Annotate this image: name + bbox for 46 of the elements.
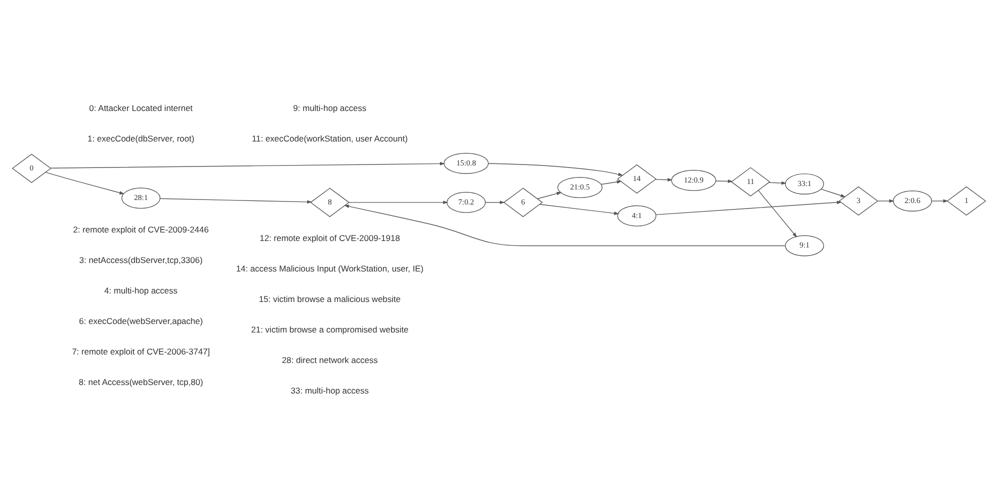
- label: 33: multi-hop access: [290, 385, 369, 396]
- node-ellipse: 12:0.9: [671, 170, 716, 191]
- arrow: [45, 172, 125, 194]
- label: 0: Attacker Located internet: [89, 102, 193, 113]
- arrow: [488, 163, 624, 176]
- node-diamond: 0: [12, 154, 52, 183]
- arrow: [716, 180, 733, 184]
- label: 8: net Access(webServer, tcp,80): [78, 376, 204, 387]
- node-ellipse: 9:1: [785, 235, 824, 256]
- arrow: [348, 200, 448, 204]
- arrow: [485, 200, 505, 204]
- node-ellipse: 15:0.8: [444, 152, 489, 174]
- label: 9: multi-hop access: [293, 102, 366, 113]
- label: 2: remote exploit of CVE-2009-2446: [73, 224, 209, 234]
- label: 7: remote exploit of CVE-2006-3747]: [72, 346, 210, 356]
- arrow: [768, 181, 786, 185]
- node-diamond: 6: [503, 188, 543, 218]
- label: 11: execCode(workStation, user Account): [252, 133, 408, 144]
- label: 15: victim browse a malicious website: [258, 294, 401, 304]
- arrow: [655, 178, 673, 182]
- node-ellipse: 4:1: [617, 205, 656, 226]
- label: 21: victim browse a compromised website: [251, 324, 408, 334]
- arrow: [758, 190, 798, 238]
- node-ellipse: 28:1: [121, 188, 160, 209]
- label: 12: remote exploit of CVE-2009-1918: [260, 232, 400, 243]
- arrow: [820, 188, 846, 198]
- arrow: [537, 192, 562, 200]
- arrow: [931, 199, 948, 203]
- label: 4: multi-hop access: [104, 285, 178, 296]
- arrow: [600, 180, 622, 185]
- arrow: [540, 204, 620, 216]
- arrow: [656, 200, 842, 216]
- label: 6: execCode(webServer,apache): [79, 316, 203, 326]
- label: 3: netAccess(dbServer,tcp,3306): [79, 254, 203, 265]
- label: 28: direct network access: [282, 354, 378, 365]
- arrow: [878, 199, 894, 203]
- arrow: [160, 198, 312, 204]
- label: 14: access Malicious Input (WorkStation, user, IE): [236, 263, 424, 274]
- node-ellipse: 33:1: [785, 173, 824, 194]
- node-ellipse: 7:0.2: [446, 192, 486, 213]
- node-ellipse: 2:0.6: [892, 190, 932, 212]
- node-diamond: 1: [946, 186, 986, 216]
- arrow: [50, 162, 445, 168]
- node-diamond: 11: [730, 167, 770, 196]
- arrow: [344, 204, 786, 246]
- label: 1: execCode(dbServer, root): [88, 133, 194, 144]
